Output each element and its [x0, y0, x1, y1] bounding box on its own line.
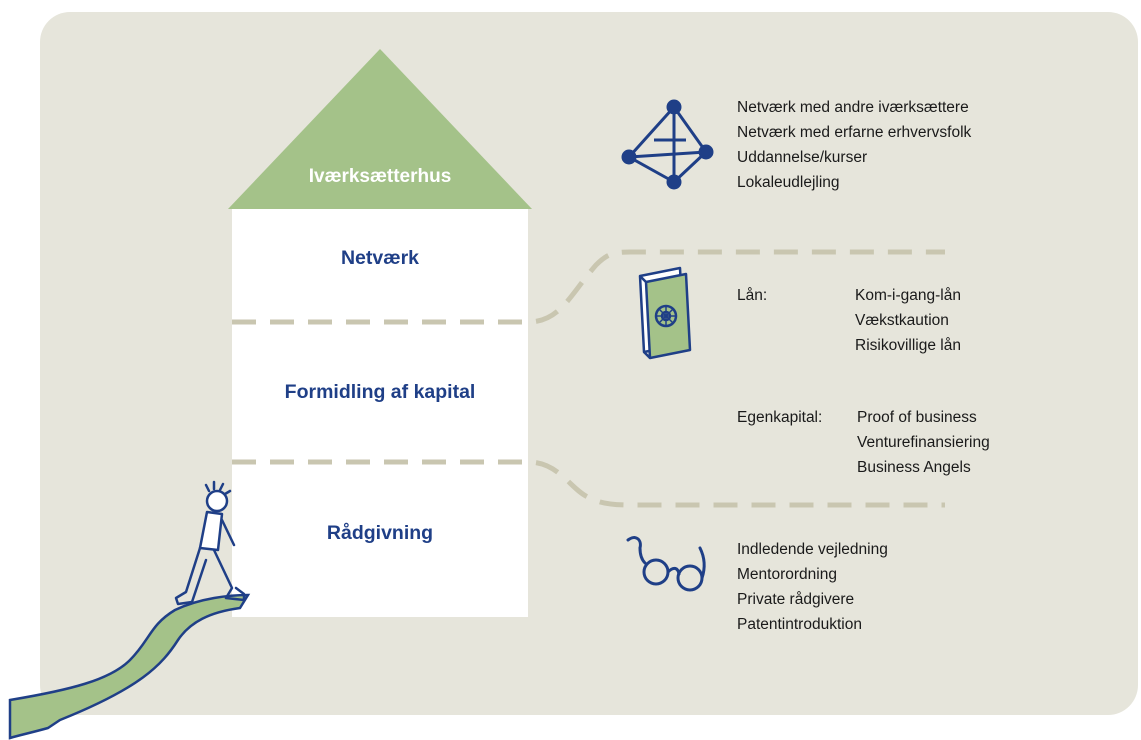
list-item: Proof of business — [857, 409, 977, 426]
house-roof — [228, 49, 532, 209]
green-path — [8, 593, 251, 740]
network-list: Netværk med andre iværksættere Netværk m… — [737, 95, 971, 195]
list-item: Uddannelse/kurser — [737, 149, 868, 166]
network-graph-icon — [621, 99, 714, 190]
divider-upper — [232, 249, 945, 325]
walking-person-figure — [174, 480, 246, 606]
list-item: Venturefinansiering — [857, 434, 990, 451]
house-roof-title: Iværksætterhus — [308, 166, 452, 187]
list-item: Indledende vejledning — [737, 541, 888, 558]
loan-list: Kom-i-gang-lån Vækstkaution Risikovillig… — [855, 283, 961, 358]
list-item: Lokaleudlejling — [737, 174, 840, 191]
glasses-icon — [626, 536, 706, 592]
equity-list: Proof of business Venturefinansiering Bu… — [857, 405, 990, 480]
list-item: Netværk med andre iværksættere — [737, 99, 969, 116]
safe-icon — [638, 266, 692, 360]
loan-label: Lån: — [737, 287, 768, 304]
list-item: Mentorordning — [737, 566, 837, 583]
list-item: Vækstkaution — [855, 312, 949, 329]
floor-label-capital: Formidling af kapital — [284, 381, 476, 403]
advice-list: Indledende vejledning Mentorordning Priv… — [737, 537, 888, 637]
divider-lower — [232, 459, 945, 508]
list-item: Netværk med erfarne erhvervsfolk — [737, 124, 972, 141]
floor-label-advice: Rådgivning — [326, 522, 434, 544]
list-item: Risikovillige lån — [855, 337, 961, 354]
list-item: Private rådgivere — [737, 591, 855, 608]
list-item: Patentintroduktion — [737, 616, 862, 633]
list-item: Business Angels — [857, 459, 971, 476]
house-body — [232, 207, 528, 617]
equity-label: Egenkapital: — [737, 409, 823, 426]
list-item: Kom-i-gang-lån — [855, 287, 961, 304]
floor-label-network: Netværk — [340, 247, 420, 269]
